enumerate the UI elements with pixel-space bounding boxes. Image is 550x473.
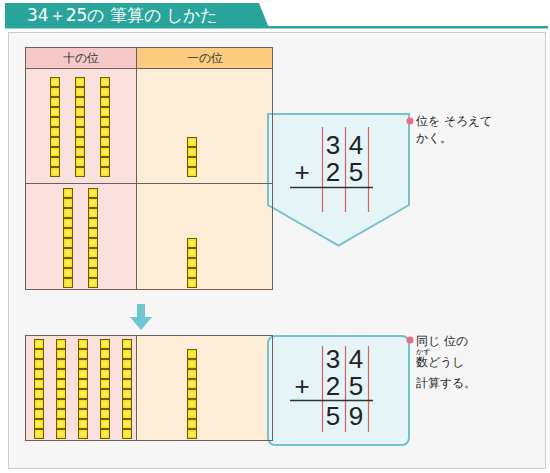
table-line (136, 335, 137, 441)
rounded-outline (268, 336, 409, 445)
pentagon-outline (268, 114, 409, 246)
digit: + (290, 371, 314, 401)
place-guide-line (368, 346, 369, 432)
digit: 5 (344, 371, 368, 401)
digit: + (290, 157, 314, 187)
table-border (26, 48, 273, 290)
table-border (26, 336, 273, 441)
instruction-note: 同じ 位の 数どうし 計算する。 (416, 331, 486, 394)
digit: 4 (344, 344, 368, 374)
sum-rule (290, 400, 373, 402)
digit: 4 (344, 130, 368, 160)
one-cubes (187, 349, 197, 439)
instruction-note: 位を そろえて かく。 (416, 113, 504, 147)
ten-rod (88, 188, 98, 288)
ten-rod (63, 188, 73, 288)
ones-cell (136, 68, 273, 290)
digit: 2 (321, 371, 345, 401)
ten-rod (100, 77, 110, 177)
ten-rod (122, 339, 132, 439)
ten-rod (75, 77, 85, 177)
place-guide-line (345, 127, 346, 212)
table-line (25, 183, 273, 184)
digit: 9 (344, 401, 368, 431)
digit: 3 (321, 130, 345, 160)
ones-cell (136, 335, 273, 441)
title-tab (5, 3, 269, 28)
calculation-box: 34 +2559 (267, 335, 410, 446)
digit: 2 (321, 157, 345, 187)
digit: 5 (321, 401, 345, 431)
digit: 3 (321, 344, 345, 374)
place-guide-line (345, 346, 346, 432)
down-arrow (130, 304, 152, 330)
title-rule (5, 26, 548, 29)
place-guide-line (368, 127, 369, 212)
table-line (25, 68, 273, 69)
one-cubes (187, 137, 197, 177)
header-cell: 十の位 (25, 47, 136, 68)
ten-rod (34, 339, 44, 439)
panel (9, 33, 546, 469)
table-line (136, 47, 137, 290)
place-guide-line (322, 127, 323, 212)
ten-rod (100, 339, 110, 439)
title-text: 34＋25の 筆算の しかた (27, 4, 217, 26)
furigana: かず (416, 348, 428, 356)
place-guide-line (322, 346, 323, 432)
digit: 5 (344, 157, 368, 187)
column-heading: 一の位 (187, 51, 223, 65)
header-cell: 一の位 (136, 47, 273, 68)
calculation-box: 34 +25 (267, 113, 410, 247)
ten-rod (50, 77, 60, 177)
ten-rod (56, 339, 66, 439)
sum-rule (290, 187, 373, 189)
tens-cell (25, 68, 136, 290)
one-cubes (187, 238, 197, 288)
bullet-dot (407, 118, 414, 125)
column-heading: 十の位 (63, 51, 99, 65)
tens-cell (25, 335, 136, 441)
ten-rod (78, 339, 88, 439)
bullet-dot (407, 337, 414, 344)
